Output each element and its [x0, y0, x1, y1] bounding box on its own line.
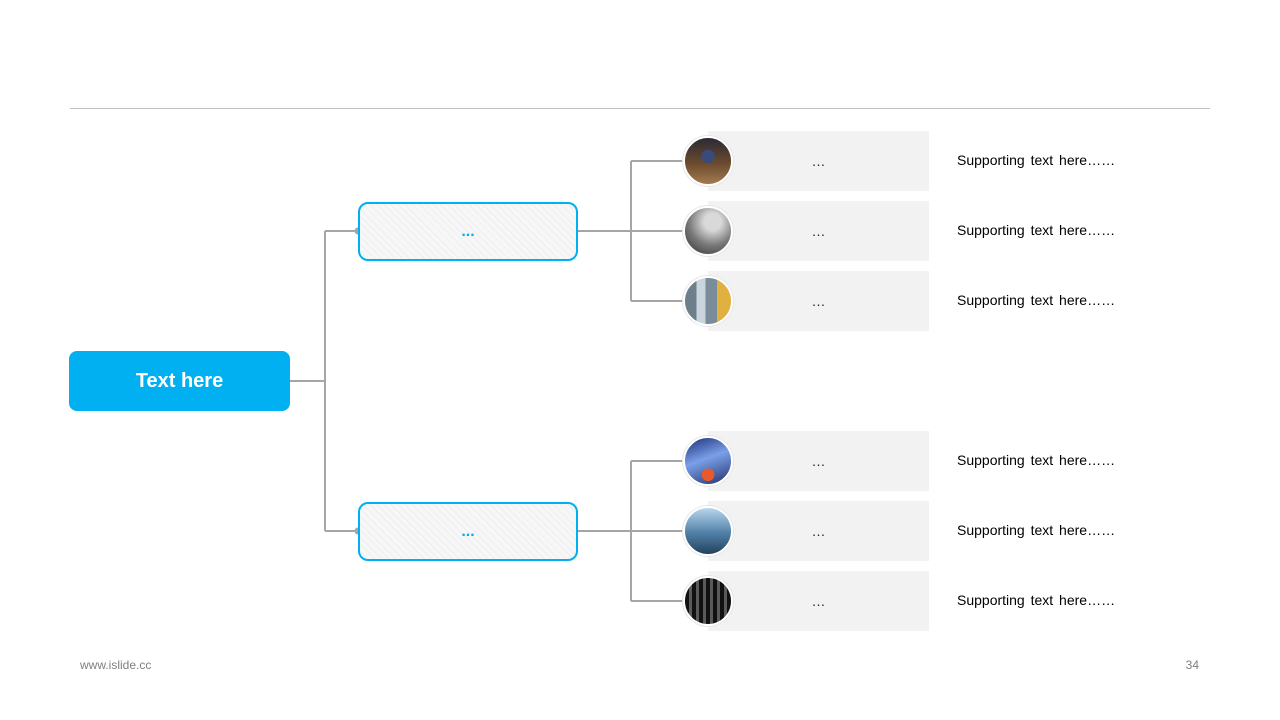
supporting-text: Supporting text here……: [957, 452, 1116, 468]
leaf-box-2-2: …: [708, 501, 929, 561]
leaf-label: …: [811, 593, 826, 609]
city-street-taxi-photo: [683, 276, 733, 326]
glass-towers-photo: [683, 506, 733, 556]
supporting-text: Supporting text here……: [957, 592, 1116, 608]
leaf-label: …: [811, 293, 826, 309]
leaf-box-2-3: …: [708, 571, 929, 631]
root-connector: [290, 230, 358, 532]
branch-node-label: ...: [461, 222, 475, 240]
library-interior-photo: [683, 136, 733, 186]
supporting-text: Supporting text here……: [957, 152, 1116, 168]
branch-node-label: ...: [461, 522, 475, 540]
branch-node-2: ...: [358, 502, 578, 561]
footer-url: www.islide.cc: [80, 658, 152, 672]
supporting-text: Supporting text here……: [957, 222, 1116, 238]
branch-2-connector: [578, 460, 683, 602]
leaf-box-1-1: …: [708, 131, 929, 191]
skyscraper-looking-up-photo: [683, 206, 733, 256]
light-show-stage-photo: [683, 436, 733, 486]
leaf-box-2-1: …: [708, 431, 929, 491]
page-number: 34: [1185, 658, 1199, 672]
branch-1-connector: [578, 160, 683, 302]
supporting-text: Supporting text here……: [957, 522, 1116, 538]
top-divider: [70, 108, 1210, 109]
leaf-label: …: [811, 153, 826, 169]
leaf-label: …: [811, 223, 826, 239]
leaf-box-1-3: …: [708, 271, 929, 331]
root-node-label: Text here: [135, 369, 224, 392]
dark-building-facade-photo: [683, 576, 733, 626]
leaf-box-1-2: …: [708, 201, 929, 261]
root-node: Text here: [69, 351, 290, 411]
branch-node-1: ...: [358, 202, 578, 261]
leaf-label: …: [811, 453, 826, 469]
supporting-text: Supporting text here……: [957, 292, 1116, 308]
leaf-label: …: [811, 523, 826, 539]
